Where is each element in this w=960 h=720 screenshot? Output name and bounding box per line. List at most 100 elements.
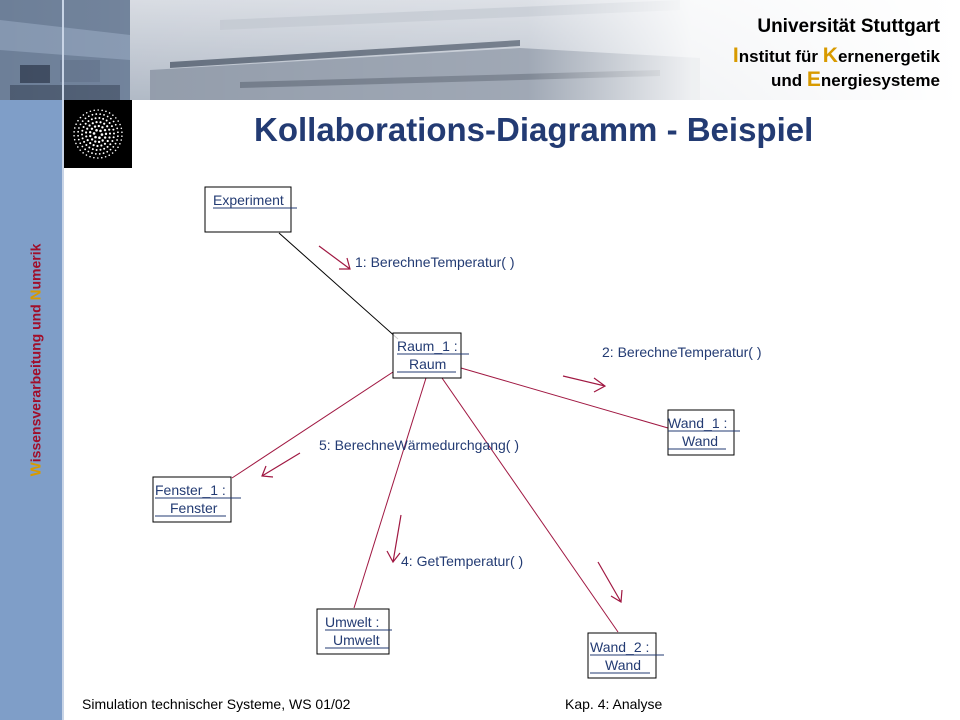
link-raum-wand1 [460,367,669,429]
logo-dot [90,138,94,141]
object-box-raum[interactable] [392,332,462,379]
object-label-umwelt-class: Umwelt [333,632,380,648]
object-label-wand1-instance: Wand_1 : [668,415,727,431]
message-arrow-2 [562,375,607,393]
logo-dot [79,123,82,126]
logo-dot [93,125,97,128]
logo-dot [114,142,117,145]
object-label-wand1-class: Wand [682,433,718,449]
message-arrow-3 [597,561,623,604]
object-box-experiment[interactable] [204,186,292,233]
logo-dot [82,114,85,116]
logo-dot [89,155,91,158]
object-label-umwelt-instance: Umwelt : [325,614,379,630]
logo-dot [114,117,117,119]
logo-dot [92,144,95,147]
logo-dot [85,135,88,138]
logo-dot [100,156,103,159]
logo-dot [98,136,101,140]
logo-dot [97,140,101,144]
object-box-umwelt[interactable] [316,608,390,655]
logo-dot [101,126,104,129]
logo-dot [109,148,112,151]
logo-dot [79,142,82,145]
logo-dot [98,117,101,120]
logo-dot [84,122,87,125]
logo-dot [89,134,92,138]
logo-dot [86,127,89,130]
logo-dot [120,139,123,141]
logo-dot [99,148,102,151]
logo-dot [79,116,82,119]
logo-dot [112,136,115,139]
logo-dot [121,131,123,133]
logo-dot [109,117,112,120]
logo-dot [103,128,107,132]
logo-dot [112,120,115,123]
logo-dot [108,122,111,124]
logo-dot [81,120,84,123]
logo-dot [105,119,108,122]
institute-text-2: ernenergetik [837,47,940,66]
logo-dot [105,110,107,113]
logo-dot [85,112,88,114]
message-label-5: 5: BerechneWärmedurchgang( ) [319,437,519,453]
university-logo-icon [73,109,123,159]
logo-dot [112,145,115,148]
object-box-fenster[interactable] [152,476,232,523]
message-arrow-5 [261,452,301,478]
logo-dot [120,127,123,130]
logo-dot [102,152,105,155]
logo-dot [100,144,103,147]
logo-dot [119,143,121,145]
logo-dot [83,140,86,143]
logo-dot [85,131,88,134]
logo-dot [81,137,84,140]
link-experiment-raum [278,232,399,340]
institute-text-3: und [771,71,807,90]
logo-dot [75,142,77,145]
logo-dot [94,152,97,155]
header-banner [0,0,960,100]
logo-dot [112,128,115,131]
logo-dot [89,142,92,145]
institute-line-2: und Energiesysteme [771,68,940,92]
logo-dot [117,120,119,122]
object-box-wand1[interactable] [667,409,735,456]
link-raum-fenster [231,371,394,479]
logo-dot [91,113,94,116]
logo-dot [94,135,97,139]
logo-dot [117,146,119,149]
logo-dot [108,132,112,135]
message-arrow-4 [386,514,402,564]
logo-dot [78,127,80,129]
object-label-fenster-class: Fenster [170,500,218,516]
logo-dot [90,118,93,121]
logo-dot [121,135,123,137]
message-arrow-1 [318,245,351,270]
logo-dot [106,150,109,153]
logo-dot [88,124,91,127]
logo-dot [109,143,112,146]
logo-dot [102,117,105,120]
sidebar-band [0,100,62,720]
logo-dot [84,117,87,120]
logo-dot [79,149,82,151]
logo-dot [119,123,121,126]
logo-dot [97,124,101,128]
logo-dot [85,154,88,156]
logo-dot [103,142,107,145]
institute-initial-e: E [806,68,821,91]
logo-dot [92,132,96,135]
footer-chapter: Kap. 4: Analyse [565,696,663,712]
logo-dot [99,129,102,133]
logo-dot [103,122,106,125]
object-label-experiment: Experiment [213,192,284,208]
logo-dot [97,157,99,159]
logo-dot [94,140,97,143]
logo-dot [108,112,111,114]
link-raum-wand2 [441,377,619,633]
logo-dot [98,153,101,155]
logo-dot [89,131,92,134]
